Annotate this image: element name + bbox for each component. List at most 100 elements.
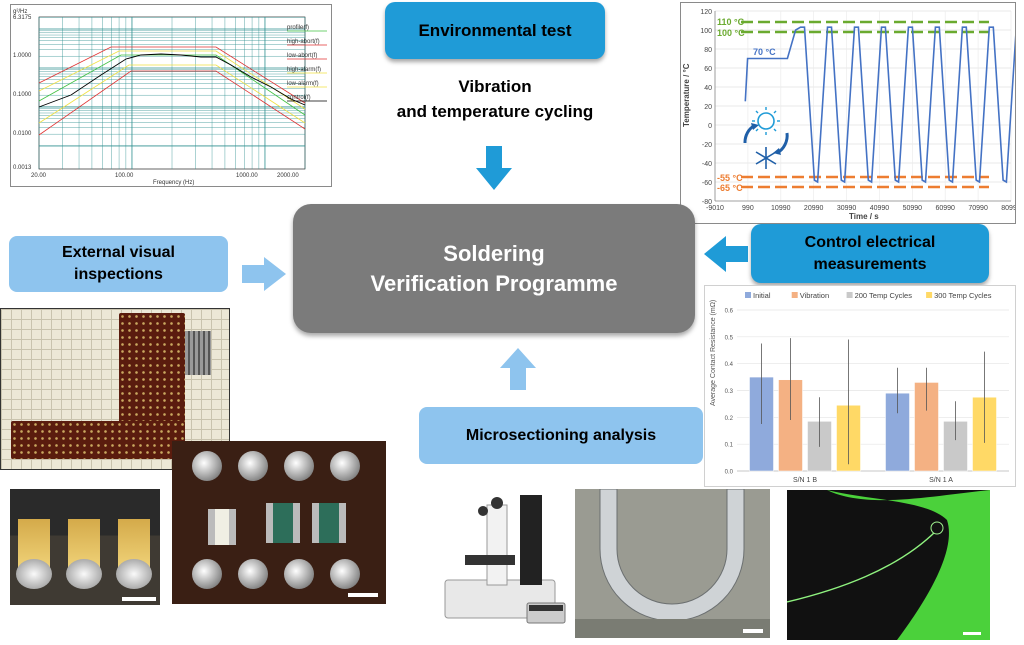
environmental-test-box: Environmental test (385, 2, 605, 59)
legend-high-alarm: high-alarm(f) (287, 67, 321, 73)
bar-ytick: 0.4 (725, 362, 734, 368)
temp-ytick: 60 (704, 66, 712, 73)
bar-marks (749, 338, 997, 472)
temperature-trace (744, 26, 1024, 184)
label-70: 70 °C (753, 47, 776, 57)
microscope-icon (444, 495, 566, 624)
vib-xtick-2: 100.00 (115, 173, 134, 179)
temp-ytick: 120 (700, 9, 712, 16)
solder-pad (284, 451, 314, 481)
high-alarm-line (38, 50, 306, 110)
vib-xtick-1: 20.00 (31, 173, 47, 179)
vib-legend: profile(f) high-abort(f) low-abort(f) hi… (287, 25, 327, 102)
bar-categories: S/N 1 B S/N 1 A (793, 477, 953, 484)
solder-pad (330, 451, 360, 481)
temp-xtick: 30990 (837, 205, 857, 212)
legend-control: control(f) (287, 95, 311, 101)
center-line1: Soldering (443, 240, 545, 266)
microsectioning-box: Microsectioning analysis (419, 407, 703, 464)
vibration-psd-svg: g²/Hz 6.3175 1.0000 0.1000 0.0100 0.0013… (13, 9, 327, 186)
label-minus55: -55 °C (717, 173, 743, 183)
smd-resistor (208, 509, 236, 545)
solder-pad (238, 451, 268, 481)
legend-low-alarm: low-alarm(f) (287, 81, 319, 87)
vibration-line2: and temperature cycling (396, 102, 594, 121)
vibration-psd-chart: g²/Hz 6.3175 1.0000 0.1000 0.0100 0.0013… (10, 4, 332, 187)
bar-ytick: 0.2 (725, 416, 734, 422)
solder-pad (192, 451, 222, 481)
temp-xtick: 990 (742, 205, 754, 212)
solder-pad (330, 559, 360, 589)
joint-3 (116, 559, 152, 589)
legend-label: 200 Temp Cycles (855, 291, 913, 300)
microsectioning-label: Microsectioning analysis (465, 426, 657, 444)
temp-xtick: 10990 (771, 205, 791, 212)
smd-capacitor-1 (266, 503, 300, 543)
label-110: 110 °C (717, 17, 745, 27)
vib-ytop-label: g²/Hz (13, 9, 27, 15)
vib-ymax-label: 6.3175 (13, 15, 32, 21)
bar (885, 392, 910, 472)
control-line (38, 53, 306, 108)
legend-profile: profile(f) (287, 25, 309, 31)
vib-ytick-1: 1.0000 (13, 53, 32, 59)
bar-ytick: 0.3 (725, 389, 734, 395)
soldering-verification-box: Soldering Verification Programme (293, 204, 695, 333)
temp-ytick: 0 (708, 123, 712, 130)
bar-ytick: 0.5 (725, 335, 734, 341)
temp-ytick: 40 (704, 85, 712, 92)
temp-xtick: -9010 (706, 205, 724, 212)
low-abort-line (38, 70, 306, 136)
legend-label: 300 Temp Cycles (934, 291, 992, 300)
control-line2: measurements (813, 255, 927, 273)
profile-line (38, 54, 306, 116)
bar-category-label: S/N 1 B (793, 477, 817, 484)
temp-ytick: -20 (702, 142, 712, 149)
temp-xtick: 40990 (870, 205, 890, 212)
vib-xtick-4: 2000.00 (277, 173, 299, 179)
legend-swatch (926, 292, 933, 298)
microscope-photo (425, 485, 570, 640)
solder-pad (284, 559, 314, 589)
label-100: 100 °C (717, 28, 745, 38)
external-visual-box: External visual inspections (9, 236, 228, 292)
vibration-text: Vibration and temperature cycling (360, 74, 630, 124)
temp-ytick: -80 (702, 199, 712, 206)
control-line1: Control electrical (804, 233, 936, 251)
vibration-line1: Vibration (458, 77, 532, 96)
legend-swatch (745, 292, 751, 298)
temp-ytick: -60 (702, 180, 712, 187)
external-line1: External visual (62, 244, 175, 261)
lead-solder-photo (10, 489, 160, 605)
vib-ytick-2: 0.1000 (13, 92, 32, 98)
arrow-right-icon (242, 257, 286, 291)
temp-ytick: 100 (700, 28, 712, 35)
temp-xtick: 50990 (903, 205, 923, 212)
smd-scale-bar (348, 593, 378, 597)
legend-label: Initial (753, 291, 771, 300)
temp-ytick: -40 (702, 161, 712, 168)
joint-2 (66, 559, 102, 589)
fluorescence-crack-photo (787, 490, 990, 640)
pcb-horizontal (11, 421, 185, 459)
vibration-grid (38, 17, 306, 169)
bar-ytick: 0.1 (725, 443, 734, 449)
smd-components-photo (172, 441, 386, 604)
scale-bar (122, 597, 156, 601)
temp-ytick: 20 (704, 104, 712, 111)
bar-ytick: 0.6 (725, 309, 734, 315)
legend-swatch (846, 292, 853, 298)
bar-category-label: S/N 1 A (929, 477, 953, 484)
environmental-test-label: Environmental test (418, 20, 572, 40)
temp-xtick: 20990 (804, 205, 824, 212)
microsection-photo (575, 489, 770, 638)
vib-xlabel: Frequency (Hz) (153, 180, 194, 186)
temp-xtick: 70990 (968, 205, 988, 212)
label-minus65: -65 °C (717, 183, 743, 193)
high-abort-line (38, 46, 306, 104)
smd-capacitor-2 (312, 503, 346, 543)
temp-xtick: 80990 (1001, 205, 1015, 212)
